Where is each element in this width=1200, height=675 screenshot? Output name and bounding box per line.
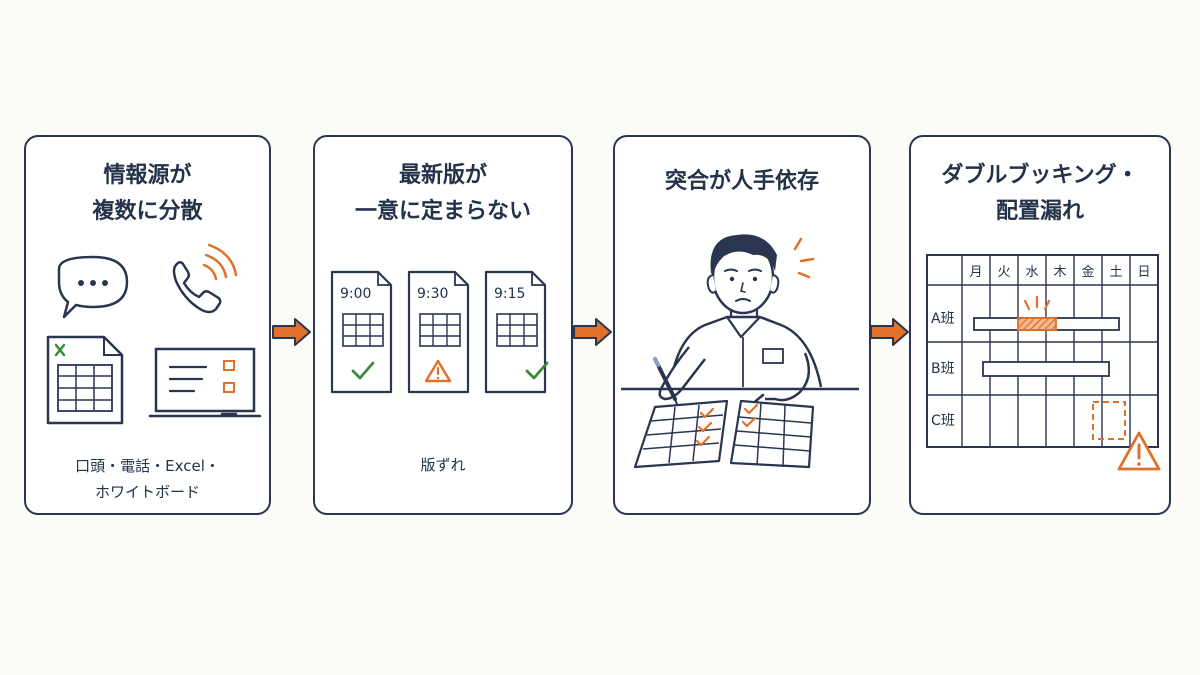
panel-title-line-1: ダブルブッキング・ [941,163,1139,188]
warning-icon [1117,431,1161,471]
day-label: 火 [997,265,1010,280]
doc-time-label: 9:15 [494,286,525,302]
flow-arrow-icon [870,318,909,346]
doc-time-label: 9:00 [340,286,371,302]
day-label: 木 [1053,265,1066,280]
panel-title-line-1: 情報源が [103,163,192,188]
checklist-sheet-icon [633,399,729,469]
spreadsheet-icon [46,335,124,425]
flow-arrow-icon [272,318,311,346]
panel-title-line-2: 配置漏れ [995,199,1084,224]
team-label: C班 [931,413,955,429]
panel-caption-line-1: 口頭・電話・Excel・ [75,457,220,475]
missing-assignment-slot [1092,401,1126,440]
day-label: 金 [1081,264,1094,280]
day-label: 土 [1109,265,1122,280]
worker-illustration [621,234,859,469]
panel-scattered-sources: 情報源が 複数に分散 [24,135,271,515]
booking-bar-b [982,361,1110,377]
whiteboard-icon [148,347,262,418]
team-label: B班 [931,361,955,377]
panel-title-line-2: 一意に定まらない [354,199,531,224]
flow-arrow-icon [573,318,612,346]
doc-time-label: 9:30 [417,286,448,302]
check-icon [351,361,375,380]
docs-illustration: 9:00 9:30 9:15 [330,270,549,394]
schedule-grid: 月 火 水 木 金 土 日 A班 B班 C班 [926,254,1161,471]
team-label: A班 [931,311,955,327]
day-label: 月 [969,265,982,280]
speech-bubble-icon [57,255,129,319]
document-icon [484,270,547,394]
checklist-sheet-icon [729,399,815,469]
panel-caption: 版ずれ [420,456,466,474]
schedule-frame [926,254,1159,448]
warning-icon [424,359,452,383]
panel-title: 突合が人手依存 [664,169,819,194]
panel-double-booking: ダブルブッキング・ 配置漏れ 月 火 水 木 金 土 日 A班 B班 [909,135,1171,515]
worker-figure [653,234,823,408]
conflict-block [1017,317,1057,331]
stress-marks-icon [793,237,815,279]
conflict-spark-icon [1023,295,1051,311]
document-icon [407,270,470,394]
phone-icon [172,243,238,314]
panel-title-line-1: 最新版が [398,163,487,188]
panel-manual-reconciliation: 突合が人手依存 [613,135,871,515]
document-icon [330,270,393,394]
day-label: 水 [1025,265,1038,280]
sources-illustration [46,243,262,425]
day-label: 日 [1137,265,1150,280]
panel-caption-line-2: ホワイトボード [94,483,200,501]
panel-title-line-2: 複数に分散 [92,199,203,224]
panel-version-mismatch: 最新版が 一意に定まらない 9:00 9:30 [313,135,573,515]
check-icon [525,361,549,380]
